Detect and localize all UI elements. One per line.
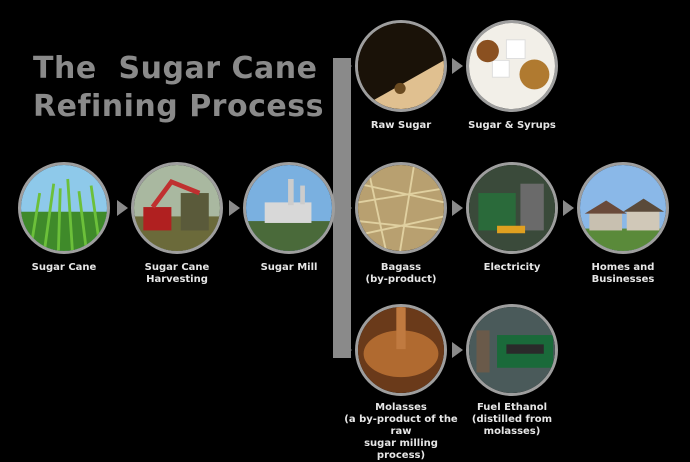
raw-sugar-image	[355, 20, 447, 112]
sugar-cane-label: Sugar Cane	[31, 262, 97, 273]
sugar-cane-image	[18, 162, 110, 254]
harvesting-image	[131, 162, 223, 254]
bagass-label: Bagass (by-product)	[365, 262, 437, 285]
electricity-image	[466, 162, 558, 254]
raw-sugar-label: Raw Sugar	[370, 120, 432, 131]
molasses-image	[355, 304, 447, 396]
arrow-to-homes	[563, 200, 574, 216]
fuel-ethanol-label: Fuel Ethanol (distilled from molasses)	[471, 402, 553, 437]
homes-label: Homes and Businesses	[591, 262, 655, 285]
homes-image	[577, 162, 669, 254]
harvesting-label: Sugar Cane Harvesting	[144, 262, 210, 285]
sugar-syrups-image	[466, 20, 558, 112]
electricity-label: Electricity	[483, 262, 541, 273]
fuel-ethanol-image	[466, 304, 558, 396]
arrow-to-syrups	[452, 58, 463, 74]
connector-mill	[333, 203, 341, 213]
sugar-syrups-label: Sugar & Syrups	[468, 120, 556, 131]
arrow-to-raw-sugar	[341, 58, 352, 74]
sugar-mill-image	[243, 162, 335, 254]
arrow-to-ethanol	[452, 342, 463, 358]
sugar-mill-label: Sugar Mill	[260, 262, 318, 273]
arrow-to-mill	[229, 200, 240, 216]
page-title: The Sugar Cane Refining Process	[33, 51, 324, 124]
bagass-image	[355, 162, 447, 254]
arrow-to-electricity	[452, 200, 463, 216]
molasses-label: Molasses (a by-product of the raw sugar …	[344, 402, 458, 461]
arrow-to-harvesting	[117, 200, 128, 216]
arrow-to-bagass	[341, 200, 352, 216]
arrow-to-molasses	[341, 342, 352, 358]
